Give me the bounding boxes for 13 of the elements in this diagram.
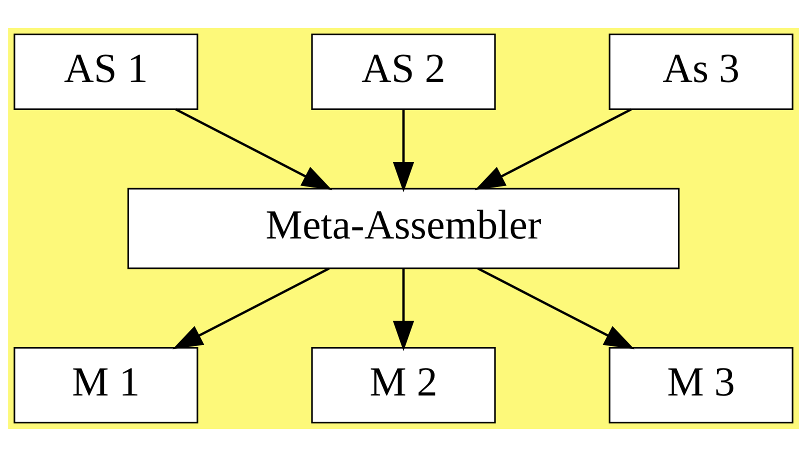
arrow (477, 267, 634, 350)
arrow (474, 108, 632, 190)
node-box: AS 1 (14, 34, 198, 110)
node-box: M 1 (14, 347, 198, 424)
node-box: M 3 (608, 347, 794, 424)
arrow (392, 268, 414, 352)
arrow (392, 110, 414, 192)
node-box: AS 2 (311, 34, 496, 110)
arrow (175, 108, 332, 190)
node-box: Meta-Assembler (127, 188, 680, 270)
node-box: M 2 (311, 347, 496, 424)
node-box: As 3 (608, 34, 794, 110)
arrow (172, 267, 330, 350)
